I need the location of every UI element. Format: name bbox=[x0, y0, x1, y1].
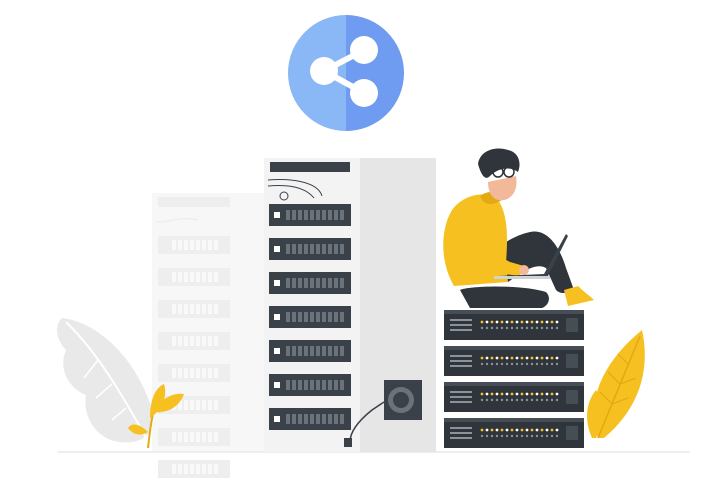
stack-unit bbox=[444, 310, 584, 340]
ghost-unit bbox=[158, 268, 230, 286]
stack-unit bbox=[444, 382, 584, 412]
ghost-rack-units bbox=[158, 236, 230, 478]
ghost-unit bbox=[158, 364, 230, 382]
ghost-unit bbox=[158, 460, 230, 478]
main-rack-units bbox=[269, 204, 351, 430]
ghost-unit bbox=[158, 428, 230, 446]
plant-left bbox=[128, 384, 184, 449]
rack-unit bbox=[269, 238, 351, 260]
ghost-unit bbox=[158, 332, 230, 350]
ghost-unit bbox=[158, 300, 230, 318]
rack-unit bbox=[269, 340, 351, 362]
share-icon bbox=[310, 36, 378, 107]
stack-unit bbox=[444, 418, 584, 448]
leaf-right bbox=[587, 330, 645, 439]
stack-unit bbox=[444, 346, 584, 376]
share-badge bbox=[288, 15, 404, 131]
server-stack bbox=[444, 310, 584, 448]
rack-unit bbox=[269, 408, 351, 430]
rack-unit bbox=[269, 306, 351, 328]
fan-box bbox=[344, 380, 422, 447]
ghost-unit bbox=[158, 236, 230, 254]
rack-unit bbox=[269, 204, 351, 226]
rack-unit bbox=[269, 272, 351, 294]
rack-unit bbox=[269, 374, 351, 396]
person-with-laptop bbox=[443, 148, 594, 308]
